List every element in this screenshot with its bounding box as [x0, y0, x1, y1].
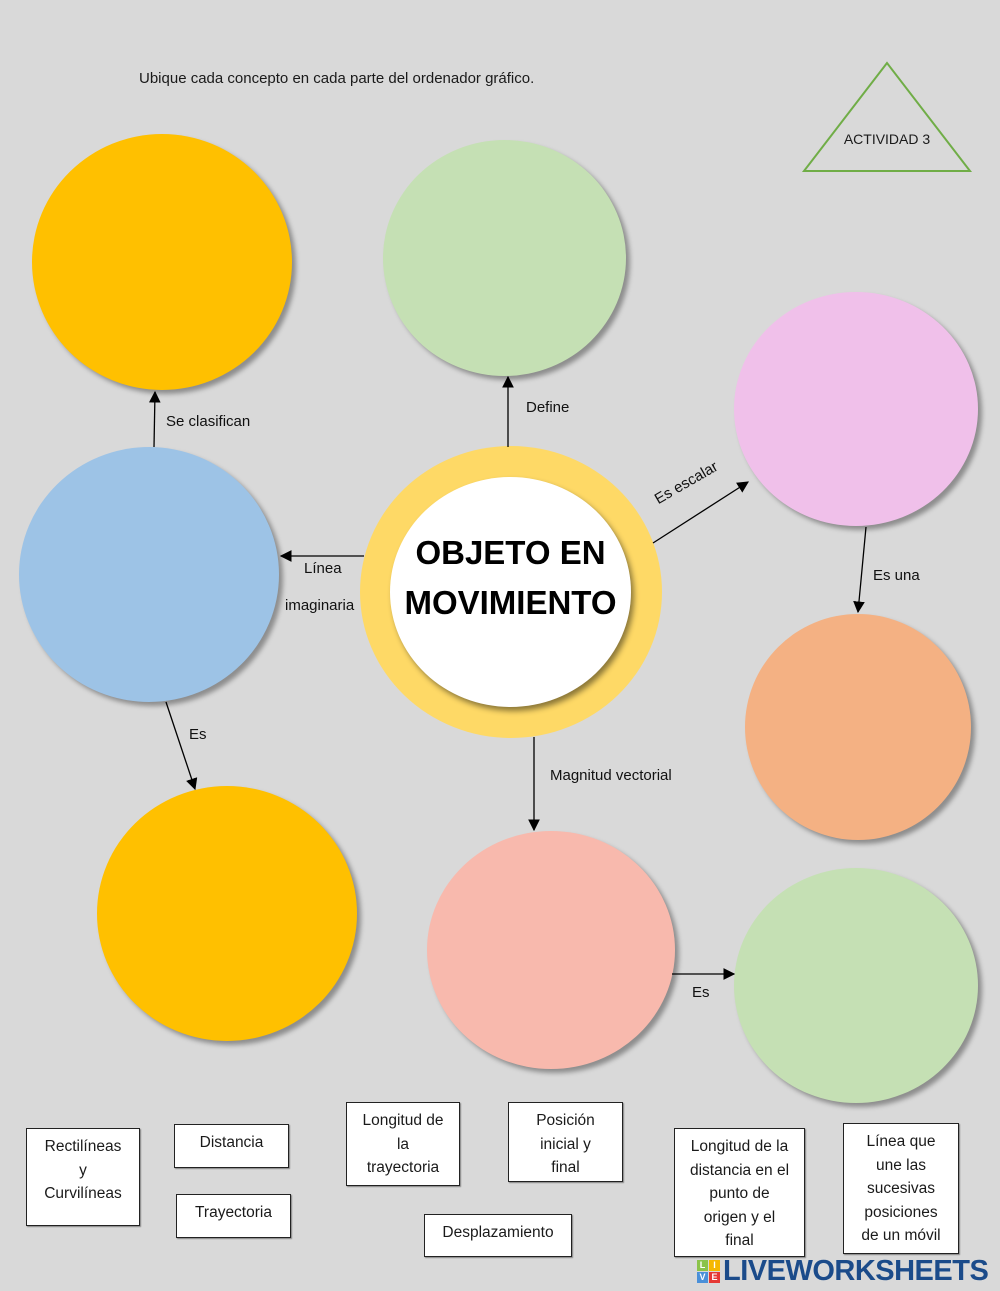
concept-card-longitud-trayectoria[interactable]: Longitud de la trayectoria [346, 1102, 460, 1186]
center-node-title: OBJETO EN MOVIMIENTO [404, 528, 616, 628]
liveworksheets-brand: L I V E LIVEWORKSHEETS [697, 1254, 989, 1287]
connector-label-linea: Línea [304, 560, 342, 577]
connector-label-es-una: Es una [873, 567, 920, 584]
drop-circle-top-center[interactable] [383, 140, 626, 376]
logo-letter-e: E [709, 1271, 720, 1283]
connector-label-se-clasifican: Se clasifican [166, 413, 251, 430]
center-node: OBJETO EN MOVIMIENTO [390, 477, 631, 707]
connector-label-define: Define [526, 399, 570, 416]
drop-circle-right-middle[interactable] [745, 614, 971, 840]
concept-card-desplazamiento[interactable]: Desplazamiento [424, 1214, 572, 1257]
drop-circle-left-middle[interactable] [19, 447, 279, 702]
connector-label-es-escalar: Es escalar [651, 458, 721, 508]
concept-card-distancia[interactable]: Distancia [174, 1124, 289, 1168]
connector-label-imaginaria: imaginaria [285, 597, 355, 614]
logo-letter-v: V [697, 1271, 708, 1283]
instructions-text: Ubique cada concepto en cada parte del o… [139, 70, 535, 87]
logo-letter-l: L [697, 1259, 708, 1271]
connector-label-magnitud-vectorial: Magnitud vectorial [550, 767, 672, 784]
drop-circle-right-upper[interactable] [734, 292, 978, 526]
concept-card-posicion[interactable]: Posición inicial y final [508, 1102, 623, 1182]
logo-letter-i: I [709, 1259, 720, 1271]
drop-circle-bottom-center[interactable] [427, 831, 675, 1069]
center-title-line2: MOVIMIENTO [404, 584, 617, 621]
brand-name: LIVEWORKSHEETS [723, 1254, 989, 1287]
activity-triangle-icon [801, 61, 973, 172]
activity-label: ACTIVIDAD 3 [843, 131, 931, 147]
center-title-line1: OBJETO EN [415, 534, 606, 571]
liveworksheets-logo-icon: L I V E [697, 1259, 720, 1283]
concept-card-longitud-distancia[interactable]: Longitud de la distancia en el punto de … [674, 1128, 805, 1257]
drop-circle-bottom-right[interactable] [734, 868, 978, 1103]
drop-circle-top-left[interactable] [32, 134, 292, 390]
connector-label-es-bottom: Es [692, 984, 710, 1001]
concept-card-linea-que-une[interactable]: Línea que une las sucesivas posiciones d… [843, 1123, 959, 1254]
connector-label-es-left: Es [189, 726, 207, 743]
drop-circle-bottom-left[interactable] [97, 786, 357, 1041]
concept-card-rectilineas[interactable]: Rectilíneas y Curvilíneas [26, 1128, 140, 1226]
concept-card-trayectoria[interactable]: Trayectoria [176, 1194, 291, 1238]
